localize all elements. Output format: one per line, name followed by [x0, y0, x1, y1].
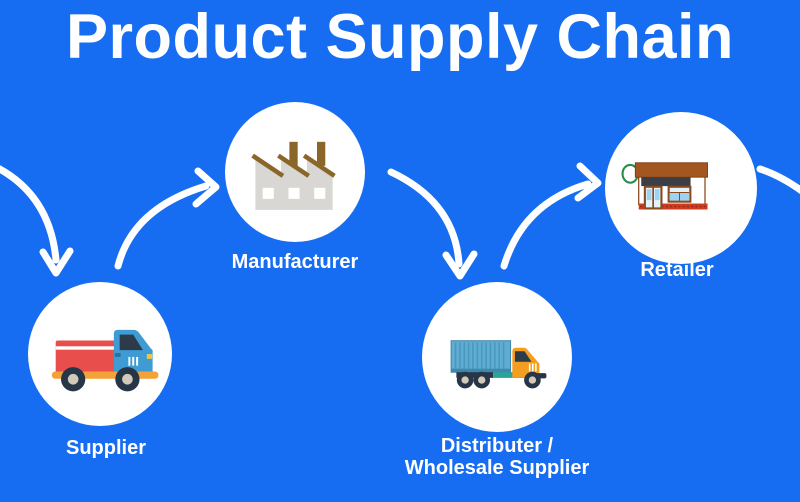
factory-icon [251, 141, 336, 210]
container-truck-icon [450, 340, 547, 389]
supplier-label: Supplier [65, 437, 147, 459]
arrow-distributer-to-retailer [500, 162, 602, 270]
node-manufacturer [225, 102, 365, 242]
arrow-supplier-to-manufacturer [114, 167, 220, 270]
node-supplier [28, 282, 172, 426]
retailer-label: Retailer [640, 259, 714, 281]
arrow-incoming-to-supplier [0, 165, 74, 277]
manufacturer-label: Manufacturer [231, 251, 359, 273]
delivery-truck-icon [51, 329, 159, 392]
page-title: Product Supply Chain [65, 2, 735, 72]
node-distributer [422, 282, 572, 432]
arrow-retailer-outgoing [756, 165, 800, 194]
node-retailer [605, 112, 757, 264]
storefront-icon [621, 162, 708, 210]
distributer-label: Distributer / Wholesale Supplier [404, 435, 590, 479]
arrow-manufacturer-to-distributer [387, 168, 478, 280]
